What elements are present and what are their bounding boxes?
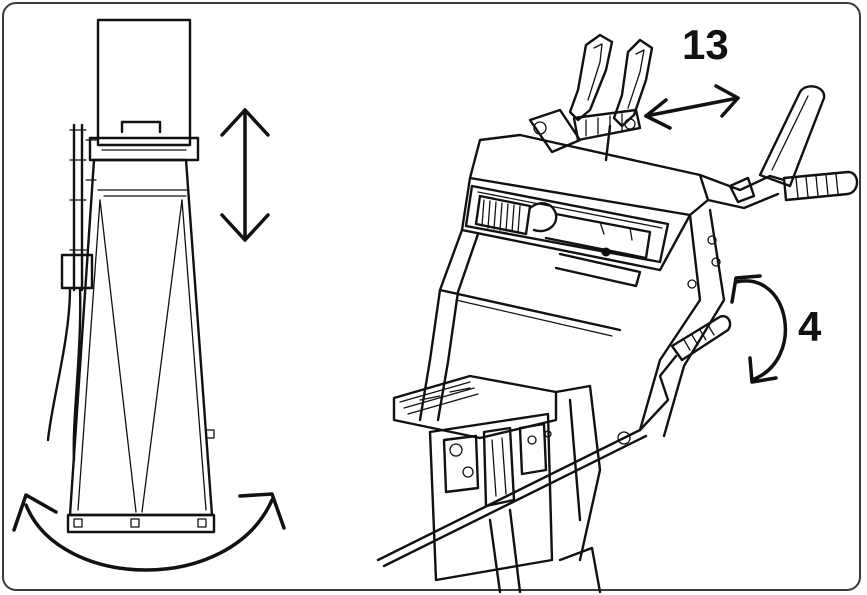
callout-4: 4 bbox=[798, 303, 822, 350]
handlebar-assembly bbox=[376, 33, 859, 594]
double-arrow-vertical-icon bbox=[220, 108, 270, 242]
callout-13: 13 bbox=[682, 21, 729, 68]
curved-double-arrow-icon bbox=[12, 492, 286, 572]
discharge-chute bbox=[46, 18, 216, 534]
curved-pivot-arrow-icon bbox=[730, 274, 787, 384]
double-arrow-horizontal-icon bbox=[644, 84, 740, 130]
